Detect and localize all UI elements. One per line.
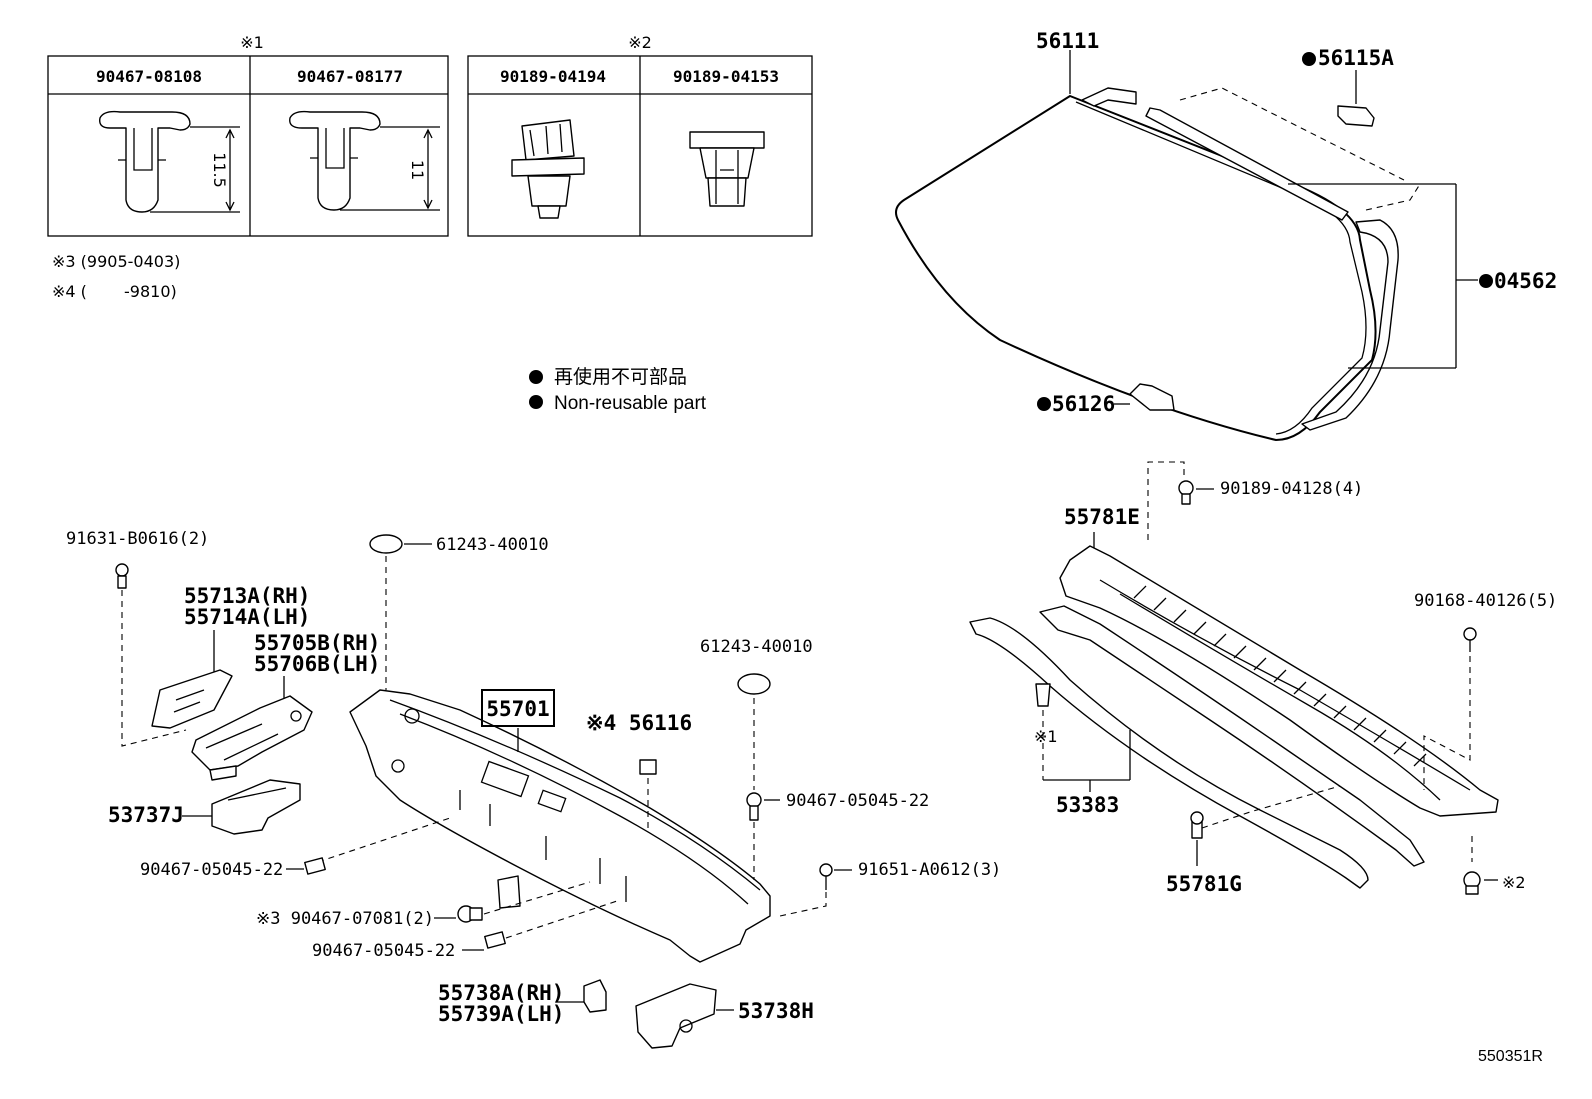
label-55706b: 55706B(LH) <box>254 652 380 676</box>
ref-table-2-mark: ※2 <box>628 33 652 52</box>
grommet-icon <box>1463 871 1481 895</box>
dash-panel-55701 <box>349 689 771 963</box>
ref-table-2: ※2 90189-04194 90189-04153 <box>467 33 813 237</box>
legend: 再使用不可部品 Non-reusable part <box>529 366 707 414</box>
plug-61243 <box>369 534 403 554</box>
spacer-56126 <box>1129 383 1175 411</box>
label-53383: 53383 <box>1056 793 1119 817</box>
label-90467-05045-b: 90467-05045-22 <box>140 860 283 880</box>
clip-icon <box>99 110 191 213</box>
bracket-55738a <box>583 979 607 1013</box>
clip-icon <box>289 110 381 211</box>
label-55701-box <box>481 689 555 727</box>
label-90168-40126: 90168-40126(5) <box>1414 591 1557 611</box>
ref-table-1-part-b: 90467-08177 <box>297 67 403 86</box>
ref-table-2-part-a: 90189-04194 <box>500 67 606 86</box>
note-4: ※4 ( -9810) <box>52 282 177 301</box>
label-04562: 04562 <box>1494 269 1557 293</box>
clip-icon <box>457 905 483 923</box>
label-55738a: 55738A(RH) <box>438 981 564 1005</box>
screw-icon <box>1463 627 1477 652</box>
label-56111: 56111 <box>1036 29 1099 53</box>
label-61243-a: 61243-40010 <box>436 535 549 555</box>
plug-61243 <box>737 673 771 695</box>
cowl-top-panel <box>1039 545 1499 867</box>
ref-table-1-part-a: 90467-08108 <box>96 67 202 86</box>
label-90467-07081: ※3 90467-07081(2) <box>256 909 434 929</box>
legend-en: Non-reusable part <box>554 393 707 414</box>
label-91631-b0616: 91631-B0616(2) <box>66 529 209 549</box>
label-53737j: 53737J <box>108 803 184 827</box>
label-55714a: 55714A(LH) <box>184 605 310 629</box>
label-55781g: 55781G <box>1166 872 1242 896</box>
note-3: ※3 (9905-0403) <box>52 252 180 271</box>
label-mark-2: ※2 <box>1502 873 1526 892</box>
label-mark-1: ※1 <box>1034 727 1058 746</box>
label-91651-a0612: 91651-A0612(3) <box>858 860 1001 880</box>
label-56126: 56126 <box>1052 392 1115 416</box>
bolt-icon <box>115 563 129 589</box>
bolt-icon <box>746 792 762 821</box>
label-55713a: 55713A(RH) <box>184 584 310 608</box>
diagram-id: 550351R <box>1478 1048 1543 1065</box>
seal-plate <box>497 875 521 909</box>
clip-icon <box>1035 683 1051 707</box>
bolt-icon <box>1178 480 1194 505</box>
ref-table-1: ※1 90467-08108 90467-08177 11.5 11 <box>47 33 449 237</box>
label-61243-b: 61243-40010 <box>700 637 813 657</box>
ref-table-2-part-b: 90189-04153 <box>673 67 779 86</box>
label-90189-04128: 90189-04128(4) <box>1220 479 1363 499</box>
bracket-53738h <box>635 983 717 1049</box>
cowl-louver-seal <box>969 617 1369 889</box>
label-90467-05045-a: 90467-05045-22 <box>786 791 929 811</box>
label-55781e: 55781E <box>1064 505 1140 529</box>
bolt-icon <box>484 931 506 949</box>
grommet-icon <box>511 119 585 219</box>
bracket-55705b <box>191 695 313 781</box>
bolt-icon <box>304 857 326 875</box>
push-clip-icon <box>689 131 765 207</box>
label-56116: ※4 56116 <box>586 711 692 735</box>
bracket-53737j <box>211 779 301 835</box>
label-53738h: 53738H <box>738 999 814 1023</box>
dim-11: 11 <box>408 160 427 180</box>
dim-11-5: 11.5 <box>210 152 229 188</box>
screw-icon <box>819 863 833 890</box>
label-55701: 55701 <box>486 697 549 721</box>
stopper-56115a <box>1337 105 1375 127</box>
windshield-molding <box>1081 87 1399 431</box>
legend-jp: 再使用不可部品 <box>554 366 687 388</box>
label-55739a: 55739A(LH) <box>438 1002 564 1026</box>
ref-table-1-mark: ※1 <box>240 33 264 52</box>
label-55705b: 55705B(RH) <box>254 631 380 655</box>
label-56115a: 56115A <box>1318 46 1394 70</box>
bracket-55713a <box>151 669 233 729</box>
clip-56116 <box>639 759 657 775</box>
bolt-icon <box>1190 811 1204 839</box>
label-90467-05045-c: 90467-05045-22 <box>312 941 455 961</box>
